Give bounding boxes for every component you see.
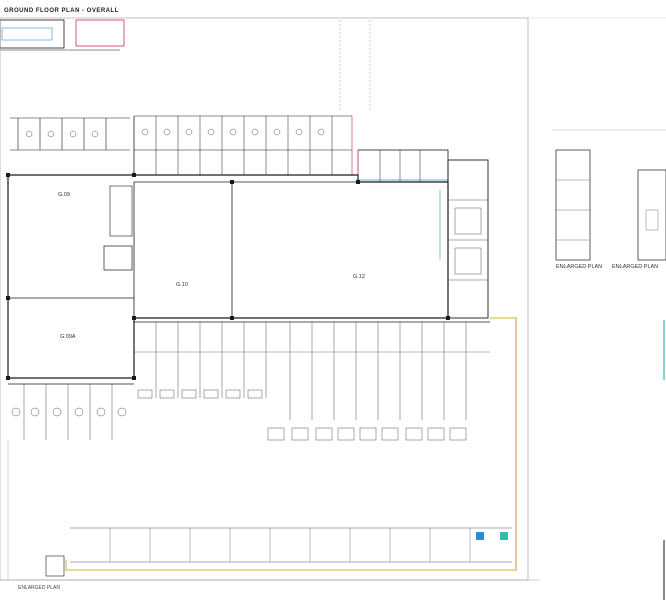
room-label-south-hall: G.09A (60, 334, 76, 340)
room-label-west-hall: G.09 (58, 192, 70, 198)
room-label-central-hall: G.10 (176, 282, 188, 288)
detail-panel (552, 129, 666, 600)
top-stall-row-right (133, 115, 353, 175)
bottom-bay-strip (45, 527, 512, 577)
site-boundary (0, 17, 529, 581)
detail-caption-right: ENLARGED PLAN (612, 264, 659, 270)
sheet-bottom-note: ENLARGED PLAN (18, 585, 60, 591)
top-left-annex (0, 19, 125, 51)
lower-stall-row (134, 321, 490, 441)
top-stall-row-left (10, 117, 130, 151)
service-core (357, 149, 489, 319)
lower-left-stalls (8, 383, 134, 440)
main-building-walls (7, 174, 449, 379)
sheet-title: GROUND FLOOR PLAN - OVERALL (4, 8, 119, 14)
column-grid-markers (6, 173, 450, 380)
room-label-east-hall: G.12 (353, 274, 365, 280)
detail-caption-left: ENLARGED PLAN (556, 264, 603, 270)
